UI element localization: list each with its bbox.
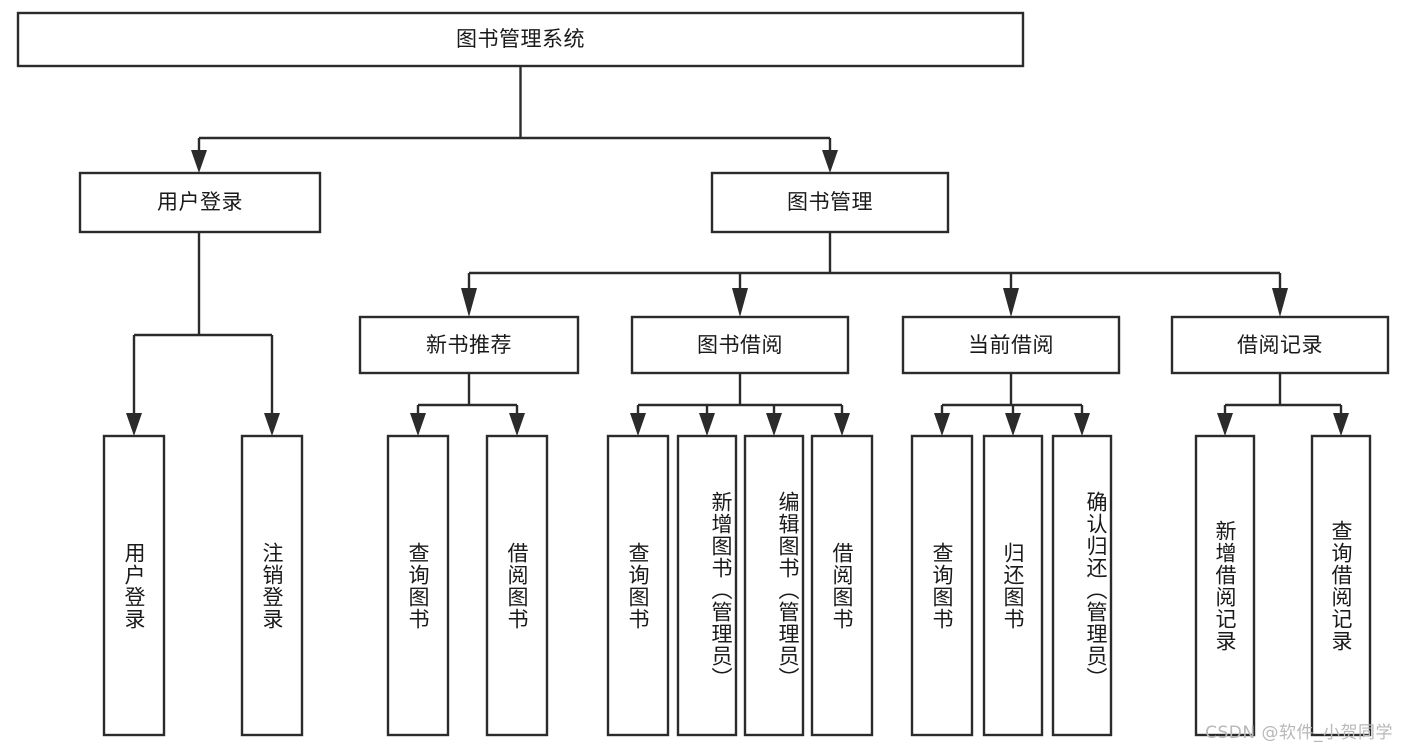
node-box-user-login[interactable]: [78, 171, 322, 234]
node-box-leaf-add-record[interactable]: [1194, 434, 1256, 737]
node-box-borrow-records[interactable]: [1170, 315, 1390, 375]
node-box-leaf-query-book-2[interactable]: [606, 434, 670, 737]
node-box-leaf-user-login[interactable]: [102, 434, 166, 737]
node-box-root[interactable]: [16, 11, 1025, 68]
watermark-text: CSDN @软件_小贺同学: [1205, 723, 1393, 743]
node-box-leaf-return-book[interactable]: [982, 434, 1044, 737]
arrow-head-leaf-query-book-2: [630, 413, 646, 436]
node-box-leaf-query-record[interactable]: [1310, 434, 1372, 737]
node-box-leaf-query-book-1[interactable]: [386, 434, 450, 737]
arrow-head-leaf-add-book: [699, 413, 715, 436]
arrow-head-leaf-query-record: [1333, 413, 1349, 436]
node-box-current-borrow[interactable]: [901, 315, 1121, 375]
arrow-head-current-borrow: [1003, 288, 1019, 317]
node-box-leaf-confirm-return[interactable]: [1051, 434, 1113, 737]
node-box-book-borrow[interactable]: [630, 315, 850, 375]
arrow-head-leaf-borrow-book-2: [834, 413, 850, 436]
node-box-leaf-borrow-book-2[interactable]: [810, 434, 874, 737]
node-box-leaf-edit-book[interactable]: [743, 434, 805, 737]
node-box-new-book-recommend[interactable]: [358, 315, 580, 375]
arrow-head-leaf-confirm-return: [1074, 413, 1090, 436]
arrow-head-borrow-records: [1272, 288, 1288, 317]
arrow-head-leaf-query-book-1: [410, 413, 426, 436]
node-box-leaf-user-logout[interactable]: [240, 434, 304, 737]
arrow-head-leaf-add-record: [1217, 413, 1233, 436]
arrow-head-book-management: [822, 150, 838, 173]
arrow-head-leaf-user-login: [126, 413, 142, 436]
node-box-leaf-add-book[interactable]: [676, 434, 738, 737]
arrow-head-leaf-user-logout: [264, 413, 280, 436]
arrow-head-user-login: [191, 150, 207, 173]
node-box-book-management[interactable]: [710, 171, 950, 234]
arrow-head-leaf-return-book: [1005, 413, 1021, 436]
arrow-head-leaf-edit-book: [766, 413, 782, 436]
node-box-leaf-query-book-3[interactable]: [910, 434, 974, 737]
arrow-head-book-borrow: [732, 288, 748, 317]
node-box-leaf-borrow-book-1[interactable]: [485, 434, 549, 737]
arrow-head-leaf-borrow-book-1: [509, 413, 525, 436]
arrow-head-new-book-recommend: [461, 288, 477, 317]
arrow-head-leaf-query-book-3: [934, 413, 950, 436]
